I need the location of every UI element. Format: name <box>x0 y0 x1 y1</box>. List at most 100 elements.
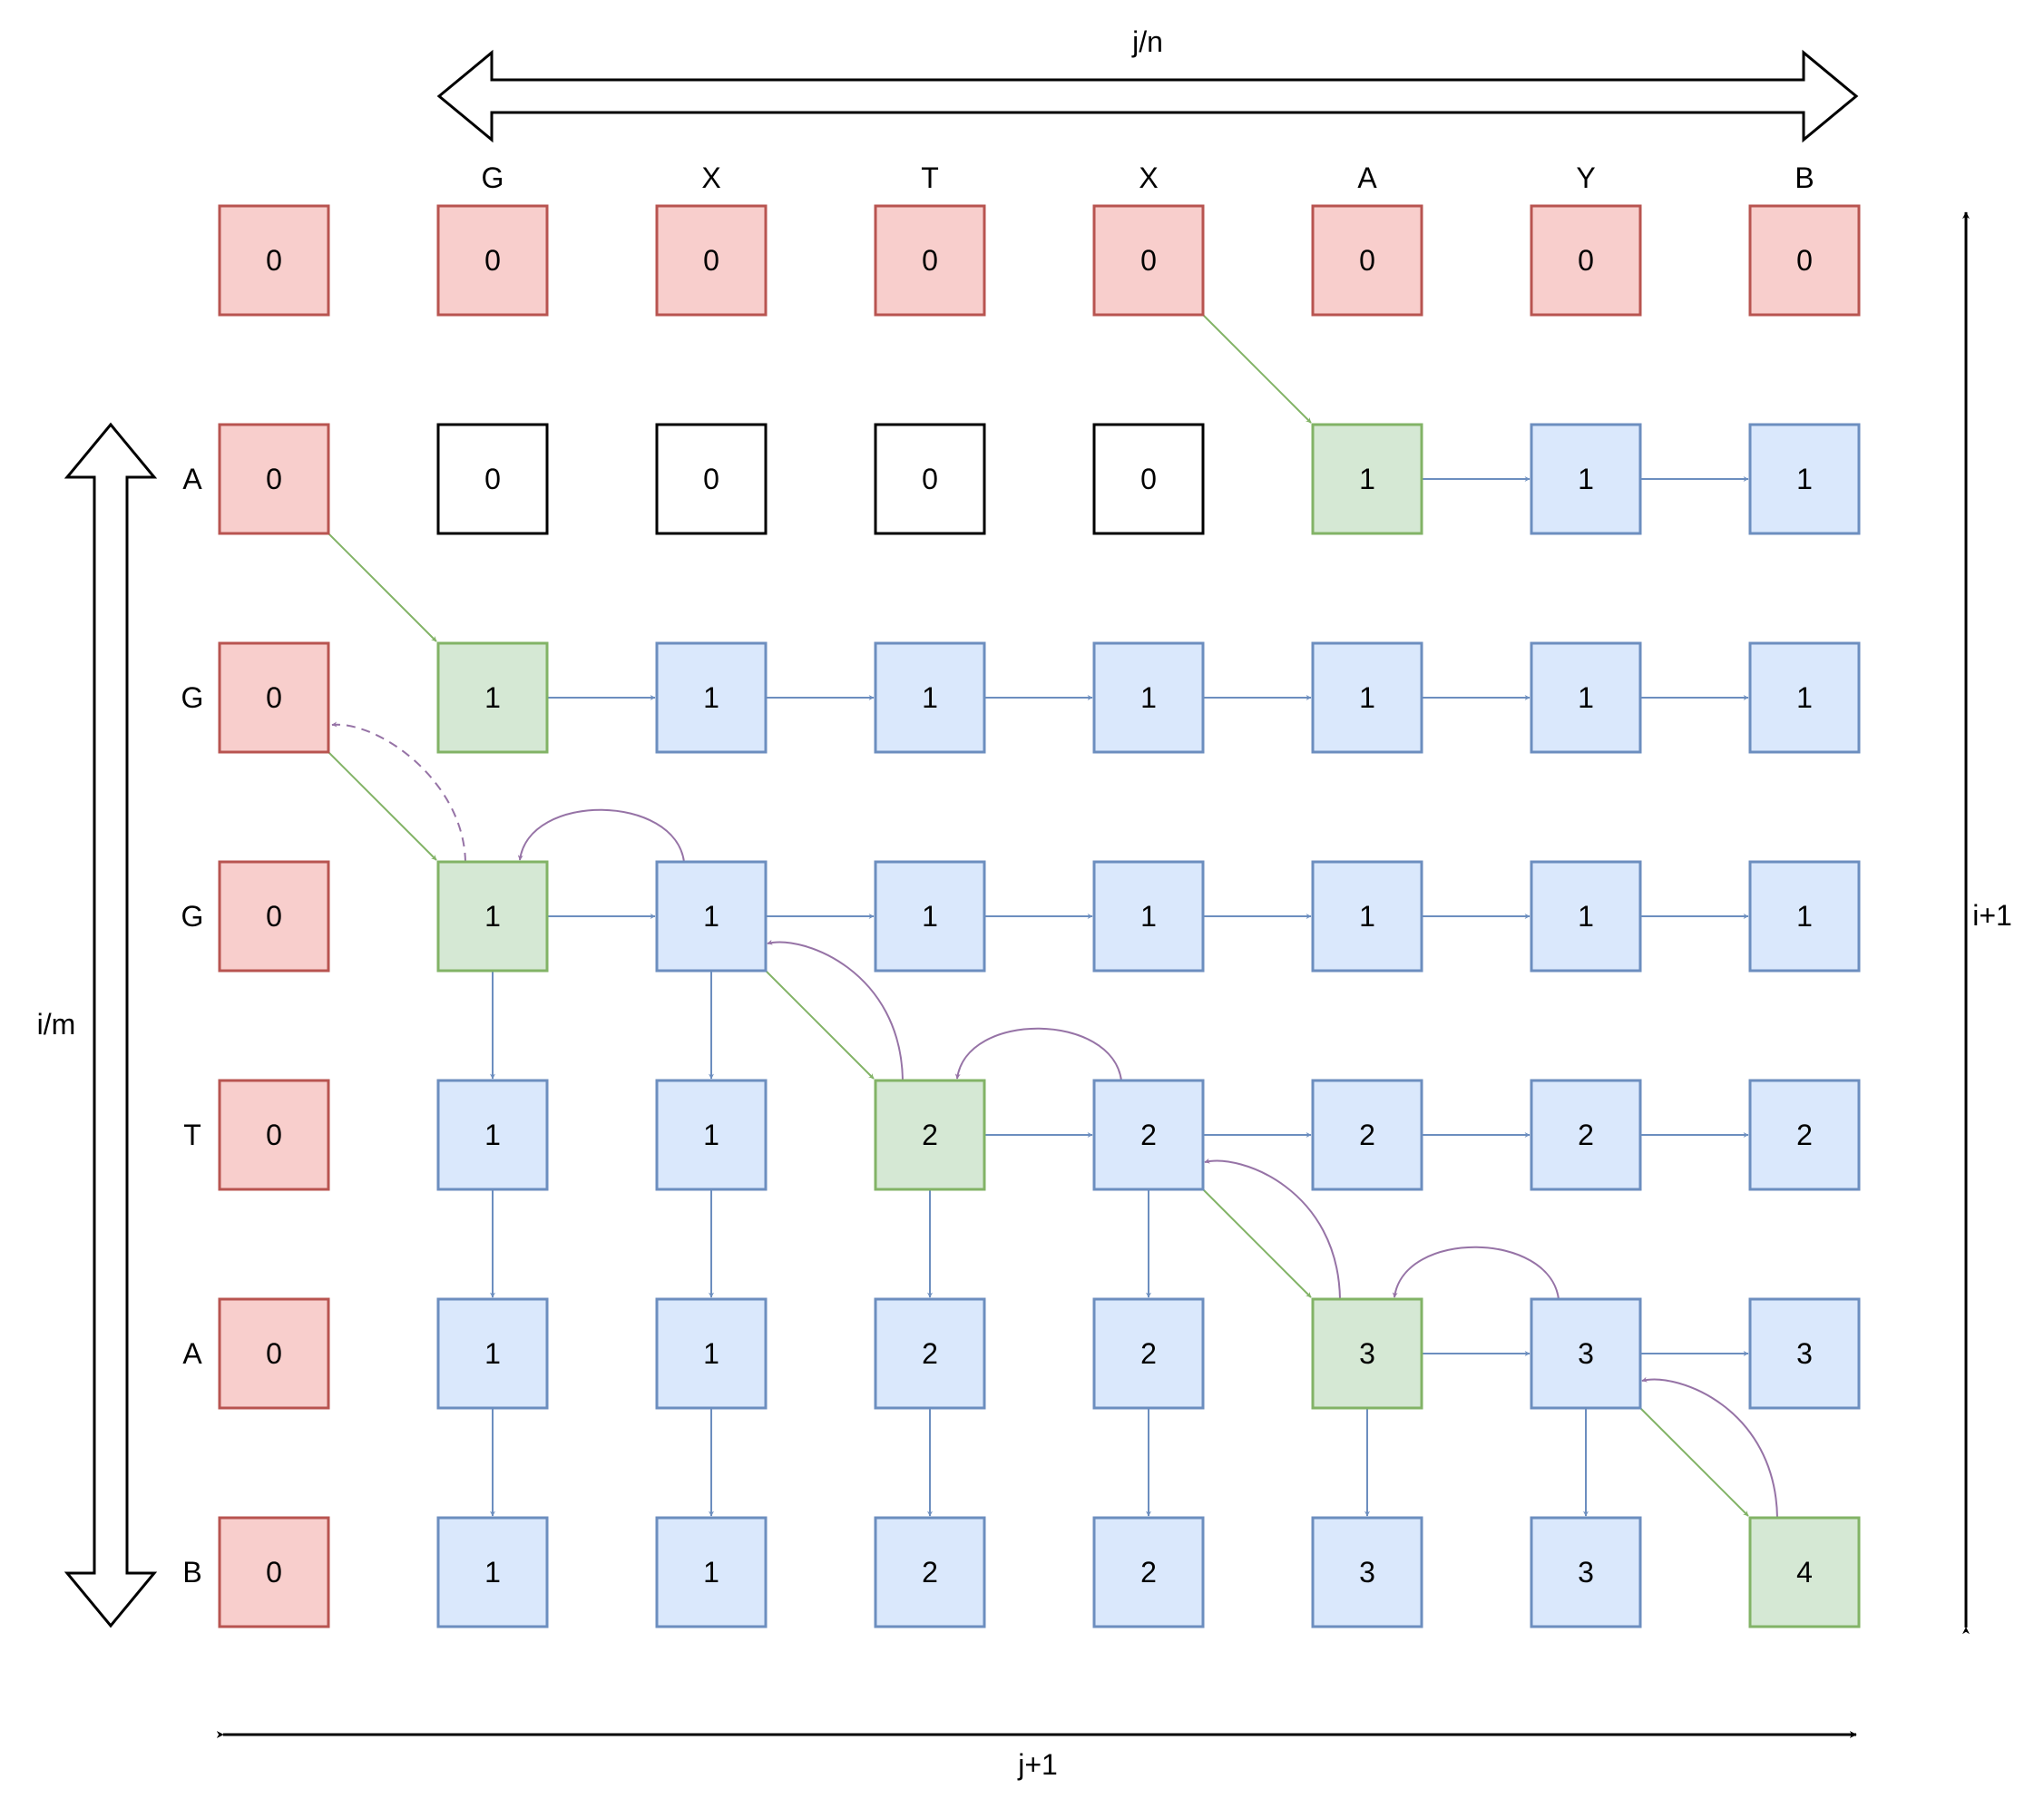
dp-cell-box <box>874 1079 986 1191</box>
dp-cell-box <box>655 641 768 754</box>
dp-cell: 2 <box>874 1516 986 1628</box>
dp-cell-value: 3 <box>1578 1337 1594 1370</box>
dp-cell-value: 1 <box>922 900 938 933</box>
dp-cell: 1 <box>436 1079 549 1191</box>
dp-cell: 1 <box>1748 860 1861 973</box>
dp-cell: 0 <box>218 1079 330 1191</box>
dp-cell-value: 2 <box>922 1119 938 1151</box>
dp-cell-value: 4 <box>1796 1556 1813 1589</box>
dp-cell-box <box>218 860 330 973</box>
dp-cell-box <box>1092 1297 1205 1410</box>
dp-cell-value: 1 <box>703 900 719 933</box>
dp-cell-box <box>874 860 986 973</box>
dp-cell-box <box>1748 423 1861 535</box>
dp-cell-box <box>1530 1079 1642 1191</box>
dp-cell: 1 <box>436 1516 549 1628</box>
dp-cell-value: 1 <box>1578 681 1594 714</box>
back-pointer-arrow <box>1392 1246 1560 1300</box>
dp-cell-box <box>436 1079 549 1191</box>
arrows-layer <box>328 314 1778 1519</box>
right-axis-label: i+1 <box>1972 899 2012 932</box>
dp-cell: 0 <box>874 423 986 535</box>
dp-cell-box <box>436 1516 549 1628</box>
dp-cell-box <box>1311 204 1423 317</box>
dp-cell-box <box>655 204 768 317</box>
diagonal-arrow <box>328 533 437 642</box>
dp-cell-box <box>655 1297 768 1410</box>
dp-cell-value: 0 <box>266 1337 282 1370</box>
dp-cell-box <box>874 1297 986 1410</box>
dp-cell: 1 <box>1092 860 1205 973</box>
dp-cell: 1 <box>436 641 549 754</box>
dp-cell-box <box>1092 423 1205 535</box>
dp-cell: 1 <box>1748 641 1861 754</box>
dp-cell-box <box>655 423 768 535</box>
dp-cell-value: 0 <box>1140 244 1157 277</box>
diagonal-arrow <box>328 751 437 861</box>
diagonal-arrow <box>765 970 875 1080</box>
dp-cell-value: 2 <box>1796 1119 1813 1151</box>
dp-cell: 2 <box>874 1297 986 1410</box>
diagonal-arrow <box>1202 1188 1312 1298</box>
row-header: A <box>182 1337 202 1370</box>
dp-cell-value: 3 <box>1359 1556 1375 1589</box>
dp-cell: 0 <box>436 423 549 535</box>
dp-cell-box <box>1311 1079 1423 1191</box>
row-header: G <box>181 900 204 933</box>
dp-cell: 1 <box>655 1297 768 1410</box>
dp-cell-value: 2 <box>1140 1556 1157 1589</box>
dp-cell: 1 <box>1748 423 1861 535</box>
column-header: G <box>482 161 504 194</box>
dp-cell: 3 <box>1530 1516 1642 1628</box>
dp-cell-box <box>874 423 986 535</box>
dp-cell-value: 1 <box>922 681 938 714</box>
dp-cell-box <box>1748 860 1861 973</box>
dp-cell-value: 1 <box>484 900 501 933</box>
dp-cell-value: 1 <box>484 1337 501 1370</box>
dp-cell: 0 <box>1092 423 1205 535</box>
column-header: X <box>701 161 720 194</box>
dp-cell-value: 1 <box>1359 900 1375 933</box>
back-pointer-arrow <box>1204 1158 1341 1300</box>
dp-cell: 0 <box>218 1297 330 1410</box>
dp-cell: 0 <box>436 204 549 317</box>
dp-cell-box <box>436 423 549 535</box>
dp-cell-box <box>218 1516 330 1628</box>
dp-cell-value: 2 <box>1578 1119 1594 1151</box>
dp-cell-box <box>1748 641 1861 754</box>
dp-cell-box <box>1530 204 1642 317</box>
dp-cell-value: 0 <box>266 900 282 933</box>
dp-cell-value: 1 <box>1578 900 1594 933</box>
dp-cell-box <box>1092 860 1205 973</box>
diagonal-arrow <box>1639 1407 1749 1517</box>
dp-cell-box <box>1748 1079 1861 1191</box>
dp-cell: 2 <box>874 1079 986 1191</box>
column-header: B <box>1795 161 1814 194</box>
dp-cell-box <box>655 1516 768 1628</box>
dp-cell-value: 1 <box>703 1556 719 1589</box>
dp-cell-box <box>1092 204 1205 317</box>
dp-cell-value: 0 <box>484 463 501 495</box>
dp-cell-value: 1 <box>1578 463 1594 495</box>
dp-cell-value: 0 <box>266 244 282 277</box>
row-header: A <box>182 463 202 495</box>
dp-cell: 3 <box>1748 1297 1861 1410</box>
dp-cell: 1 <box>655 1516 768 1628</box>
dp-cell: 1 <box>1311 423 1423 535</box>
dp-cell-value: 0 <box>266 1119 282 1151</box>
dp-cell-value: 1 <box>1796 900 1813 933</box>
dp-cell-box <box>655 1079 768 1191</box>
dp-cell-box <box>436 204 549 317</box>
dp-cell: 1 <box>874 860 986 973</box>
back-pointer-arrow <box>517 808 685 863</box>
dp-cell-value: 1 <box>1796 681 1813 714</box>
dp-cell-box <box>1311 1516 1423 1628</box>
dp-cell: 1 <box>436 860 549 973</box>
dp-cell: 1 <box>655 860 768 973</box>
dp-cell-value: 0 <box>484 244 501 277</box>
top-double-arrow <box>436 49 1859 143</box>
dp-cell-value: 0 <box>1359 244 1375 277</box>
column-header: X <box>1139 161 1158 194</box>
